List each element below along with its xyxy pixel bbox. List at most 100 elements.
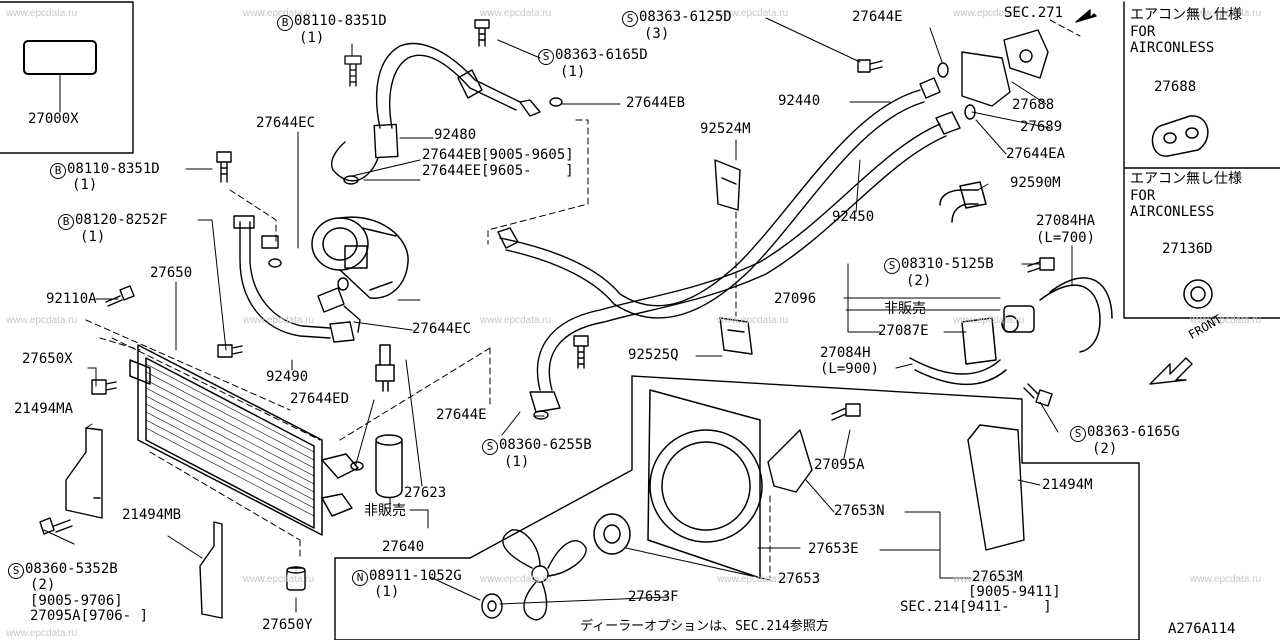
qty: (1)	[80, 229, 106, 245]
dashed-leaders	[85, 19, 1081, 579]
label-27689: 27689	[1020, 119, 1063, 135]
label-92590m: 92590M	[1010, 175, 1061, 191]
n-mark-icon: N	[352, 570, 368, 586]
label-27623: 27623	[404, 485, 447, 501]
watermark: www.epcdata.ru	[480, 315, 552, 326]
frame-right-mid	[1123, 167, 1280, 319]
bracket-21494mb	[199, 521, 223, 619]
qty: (1)	[374, 584, 400, 600]
bolt-top-08110	[344, 55, 362, 87]
label-92480: 92480	[434, 127, 477, 143]
b-mark-icon: B	[277, 15, 293, 31]
aircon-note-top-en2: AIRCONLESS	[1130, 40, 1215, 56]
watermark: www.epcdata.ru	[243, 574, 315, 585]
bolt-08360-5352b	[39, 517, 73, 535]
front-arrow-icon	[1149, 357, 1193, 385]
qty: (1)	[299, 30, 325, 46]
label-27644eb: 27644EB	[626, 95, 686, 111]
label-27084ha: 27084HA	[1036, 213, 1096, 229]
watermark: www.epcdata.ru	[953, 8, 1025, 19]
watermark: www.epcdata.ru	[480, 8, 552, 19]
s-mark-icon: S	[622, 11, 638, 27]
watermark: www.epcdata.ru	[6, 8, 78, 19]
watermark: www.epcdata.ru	[1190, 8, 1262, 19]
watermark: www.epcdata.ru	[717, 574, 789, 585]
label-27644ec-top: 27644EC	[256, 115, 316, 131]
label-nonsale-2: 非販売	[364, 503, 406, 519]
condenser	[129, 344, 359, 536]
label-27644e-mid: 27644E	[436, 407, 487, 423]
label-27653m-range: [9005-9411]	[968, 584, 1061, 600]
watermark: www.epcdata.ru	[1190, 574, 1262, 585]
watermark: www.epcdata.ru	[953, 315, 1025, 326]
label-27095a-range: 27095A[9706- ]	[30, 608, 149, 624]
s-mark-icon: S	[538, 49, 554, 65]
label-21494ma: 21494MA	[14, 401, 74, 417]
inset-grommet-27136d	[1183, 279, 1213, 309]
label-27640: 27640	[382, 539, 425, 555]
bolt-08363-6165g	[1023, 383, 1053, 407]
label-21494mb: 21494MB	[122, 507, 182, 523]
sec271-arrow-icon	[1075, 9, 1097, 23]
label-27000x: 27000X	[28, 111, 79, 127]
pipe-92440	[497, 77, 941, 319]
fan-motor	[593, 513, 631, 555]
bolt-08360-6255b	[573, 335, 589, 369]
aircon-note-mid-en2: AIRCONLESS	[1130, 204, 1215, 220]
label-92524m: 92524M	[700, 121, 751, 137]
expansion-valve-flange	[961, 29, 1049, 107]
part-27650y	[286, 566, 306, 591]
watermark: www.epcdata.ru	[717, 8, 789, 19]
receiver-drier	[375, 344, 403, 499]
bolt-27650x	[91, 379, 117, 395]
qty: (1)	[72, 177, 98, 193]
compressor	[311, 216, 409, 299]
aircon-note-mid-en1: FOR	[1130, 188, 1156, 204]
label-sec214-range: SEC.214[9411- ]	[900, 599, 1052, 615]
hose-27084ha	[1039, 277, 1113, 353]
aircon-note-top-en1: FOR	[1130, 24, 1156, 40]
valve-27096	[961, 305, 1035, 365]
watermark: www.epcdata.ru	[243, 315, 315, 326]
label-27084ha-length: (L=700)	[1036, 230, 1096, 246]
label-27644ed: 27644ED	[290, 391, 350, 407]
inset-grommet-27688	[1151, 115, 1209, 157]
label-92490: 92490	[266, 369, 309, 385]
label-92110a: 92110A	[46, 291, 97, 307]
label-sec271: SEC.271	[1004, 5, 1064, 21]
label-27084h: 27084H	[820, 345, 871, 361]
bracket-21494ma	[65, 427, 103, 519]
label-92450: 92450	[832, 209, 875, 225]
watermark: www.epcdata.ru	[6, 628, 78, 639]
bolt-08363-6165d	[474, 19, 490, 47]
hose-92590m	[939, 181, 987, 223]
watermark: www.epcdata.ru	[6, 315, 78, 326]
o-rings	[268, 62, 976, 471]
qty: (2)	[1092, 441, 1118, 457]
bolt-08363-6125d	[857, 59, 883, 73]
s-mark-icon: S	[8, 563, 24, 579]
dealer-option-note: ディーラーオプションは、SEC.214参照方	[580, 619, 829, 634]
hose-27084h	[909, 357, 1007, 385]
b-mark-icon: B	[50, 163, 66, 179]
bolt-08310	[1027, 257, 1055, 273]
diagram-id: A276A114	[1168, 621, 1236, 637]
watermark: www.epcdata.ru	[1190, 315, 1262, 326]
aircon-note-mid-jp: エアコン無し仕様	[1130, 171, 1242, 187]
hose-92490	[233, 215, 361, 343]
label-27644ec-mid: 27644EC	[412, 321, 472, 337]
qty: (1)	[504, 454, 530, 470]
label-27644e-top: 27644E	[852, 9, 903, 25]
clip-92524m	[714, 159, 741, 211]
fan-blade	[502, 529, 587, 621]
aircon-note-top-jp: エアコン無し仕様	[1130, 7, 1242, 23]
label-21494m: 21494M	[1042, 477, 1093, 493]
inset-part-27136d: 27136D	[1162, 241, 1213, 257]
label-27653m: 27653M	[972, 569, 1023, 585]
clip-92525q	[719, 317, 753, 355]
